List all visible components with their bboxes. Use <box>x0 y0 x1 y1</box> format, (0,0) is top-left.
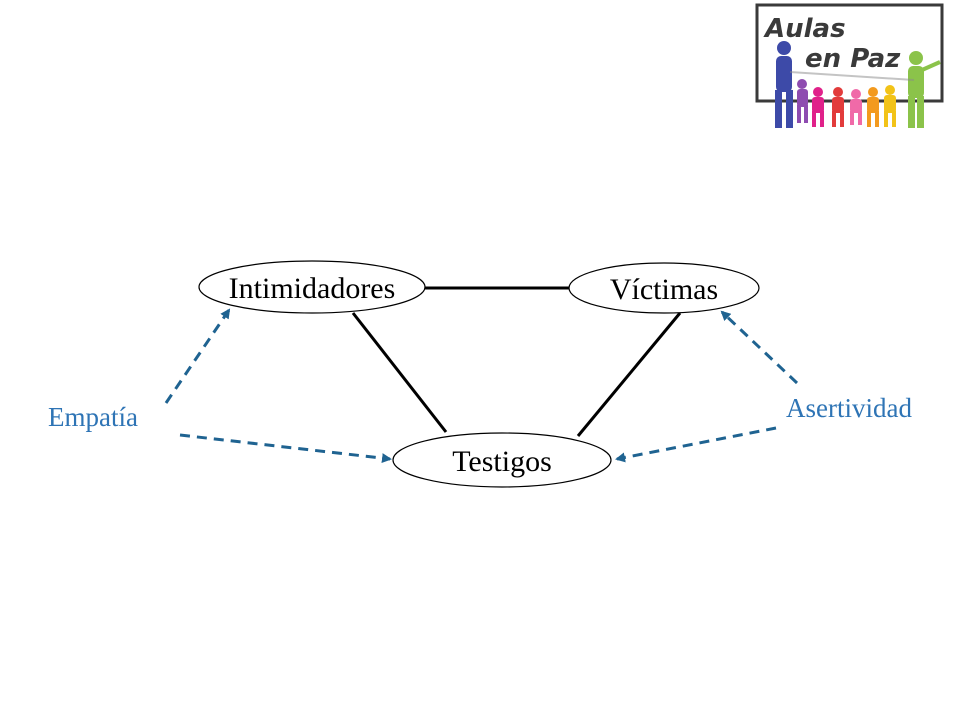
empatia-arrow-to-intimidadores <box>164 308 231 404</box>
asertividad-arrow-to-victimas <box>720 310 799 385</box>
node-intimidadores-shape <box>198 260 426 314</box>
empatia-label: Empatía <box>48 402 138 432</box>
edge-victimas-testigos <box>576 312 682 437</box>
node-victimas-label: Víctimas <box>610 273 718 306</box>
logo-line1: Aulas <box>763 14 846 44</box>
asertividad-arrow-to-testigos <box>615 426 777 463</box>
empatia-arrow-to-testigos <box>179 433 392 464</box>
edge-intimidadores-testigos <box>351 312 448 433</box>
logo-line2: en Paz <box>805 44 901 74</box>
node-victimas-shape <box>568 262 760 314</box>
node-intimidadores-label: Intimidadores <box>229 272 396 305</box>
asertividad-label: Asertividad <box>786 393 912 423</box>
node-testigos-label: Testigos <box>452 445 552 478</box>
aulas-en-paz-logo: Aulas en Paz <box>755 3 944 128</box>
node-victimas: Víctimas <box>568 262 760 314</box>
node-testigos-shape <box>392 432 612 488</box>
node-testigos: Testigos <box>392 432 612 488</box>
logo-figures <box>775 41 941 128</box>
node-intimidadores: Intimidadores <box>198 260 426 314</box>
